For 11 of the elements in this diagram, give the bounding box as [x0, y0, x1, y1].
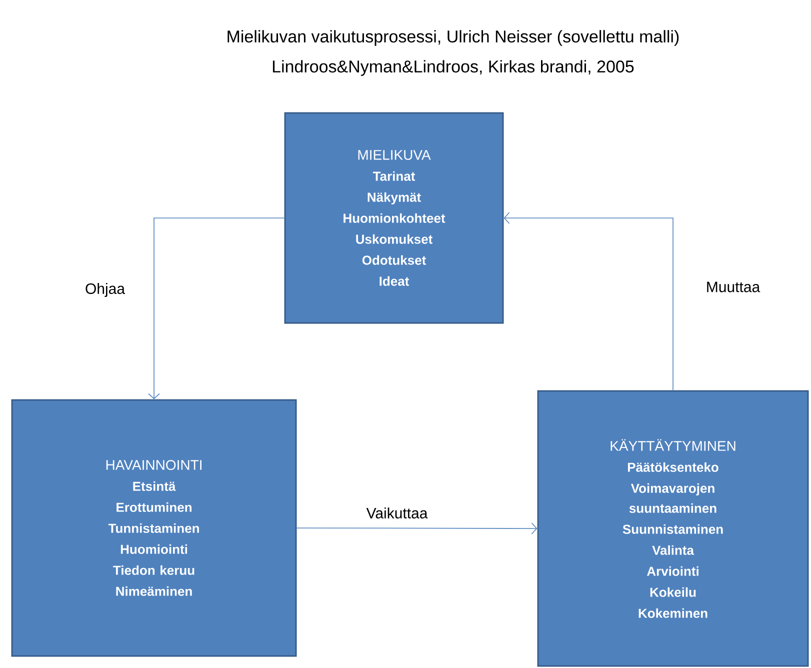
edge-label: Muuttaa — [704, 280, 762, 294]
edge-label: Vaikuttaa — [365, 506, 429, 520]
arrow — [296, 522, 538, 534]
subtitle: Lindroos&Nyman&Lindroos, Kirkas brandi, 2005 — [272, 60, 634, 76]
arrow — [148, 218, 285, 400]
title: Mielikuvan vaikutusprosessi, Ulrich Neisser (sovellettu malli) — [228, 30, 679, 46]
arrow — [504, 212, 674, 391]
process-box: MIELIKUVA Tarinat Näkymät Huomionkohteet Uskomukset Odotukset Ideat — [284, 112, 504, 324]
process-box: KÄYTTÄYTYMINEN Päätöksenteko Voimavarojen suuntaaminen Suunnistaminen Valinta Arviointi Kokeilu Kokeminen — [537, 390, 809, 667]
process-box: HAVAINNOINTI Etsintä Erottuminen Tunnistaminen Huomiointi Tiedon keruu Nimeäminen — [11, 399, 297, 657]
edge-label: Ohjaa — [84, 282, 126, 298]
